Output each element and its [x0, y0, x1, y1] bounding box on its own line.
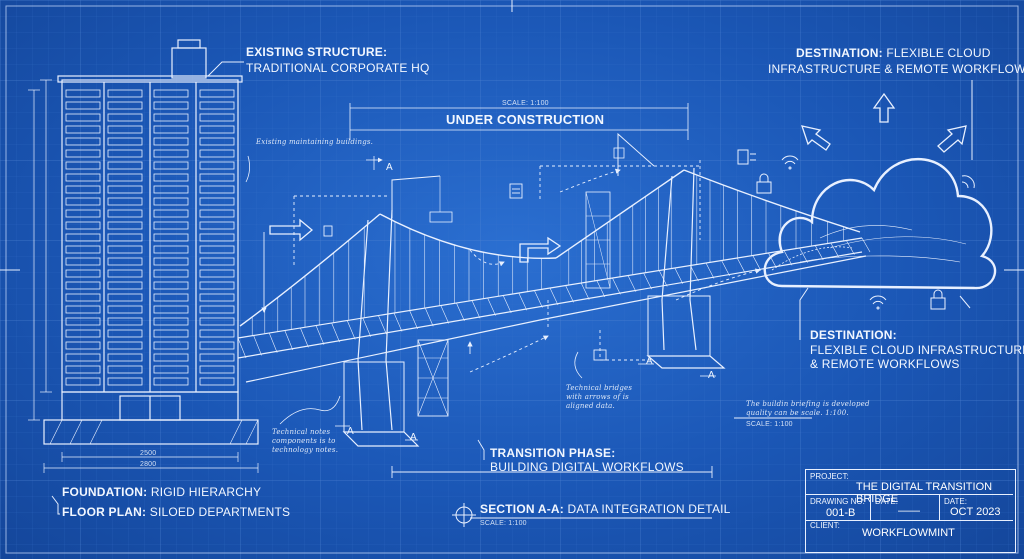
corporate-hq-building — [28, 39, 259, 473]
destination-top-key: DESTINATION: — [796, 46, 883, 60]
date2-value: OCT 2023 — [950, 506, 1001, 518]
dimension-2800: 2800 — [140, 461, 157, 468]
floor-plan-value: SILOED DEPARTMENTS — [149, 505, 291, 519]
section-key: SECTION A-A: — [480, 502, 564, 516]
title-block: PROJECT: THE DIGITAL TRANSITION BRIDGE D… — [805, 469, 1016, 553]
date1-cell — [871, 494, 940, 521]
scale-right: SCALE: 1:100 — [746, 421, 793, 428]
floor-plan-label: FLOOR PLAN: SILOED DEPARTMENTS — [62, 505, 290, 519]
note-technical: Technical notes components is to technol… — [272, 428, 339, 454]
cloud-infrastructure — [737, 149, 997, 310]
section-marker-a3: A — [410, 432, 417, 443]
destination-top-subtitle: INFRASTRUCTURE & REMOTE WORKFLOWS — [768, 62, 1024, 76]
drawing-key: DRAWING NO: — [810, 497, 865, 506]
note-existing: Existing maintaining buildings. — [256, 138, 374, 146]
wifi-icon — [781, 155, 975, 310]
foundation-key: FOUNDATION: — [62, 485, 148, 499]
dimension-2500: 2500 — [140, 450, 157, 457]
destination-right-line1: FLEXIBLE CLOUD INFRASTRUCTURE — [810, 343, 1024, 357]
destination-right-title: DESTINATION: — [810, 328, 897, 342]
date2-key: DATE: — [944, 497, 967, 506]
project-value: THE DIGITAL TRANSITION BRIDGE — [856, 481, 993, 505]
note-bridges: Technical bridges with arrows of is alig… — [566, 384, 633, 410]
note-right: The buildin briefing is developed qualit… — [746, 400, 870, 417]
under-construction-label: UNDER CONSTRUCTION — [446, 112, 605, 127]
foundation-label: FOUNDATION: RIGID HIERARCHY — [62, 485, 261, 499]
direction-arrows — [269, 92, 967, 263]
section-marker-a1: A — [386, 162, 393, 173]
transition-phase-title: TRANSITION PHASE: — [490, 446, 616, 460]
construction-dimension — [349, 103, 689, 140]
section-markers — [335, 156, 716, 441]
drawing-cell — [806, 494, 871, 521]
section-title: SECTION A-A: DATA INTEGRATION DETAIL — [480, 502, 731, 516]
registration-marks — [0, 0, 1024, 271]
section-marker-a4: A — [646, 356, 653, 367]
client-value: WORKFLOWMINT — [862, 527, 955, 539]
client-key: CLIENT: — [810, 521, 840, 530]
database-icon — [737, 149, 756, 165]
drawing-value: 001-B — [826, 507, 856, 519]
foundation-value: RIGID HIERARCHY — [150, 485, 262, 499]
project-cell — [806, 470, 1013, 495]
scale-top: SCALE: 1:100 — [502, 100, 549, 107]
document-icon — [323, 183, 607, 361]
existing-structure-title: EXISTING STRUCTURE: — [246, 45, 388, 59]
destination-top-rest: FLEXIBLE CLOUD — [886, 46, 991, 60]
lock-icon — [756, 173, 946, 310]
section-marker-a2: A — [347, 426, 354, 437]
date1-value: —— — [898, 505, 920, 517]
destination-right-line2: & REMOTE WORKFLOWS — [810, 357, 960, 371]
date2-cell — [940, 494, 1013, 521]
project-key: PROJECT: — [810, 472, 849, 481]
floor-plan-key: FLOOR PLAN: — [62, 505, 147, 519]
scale-section: SCALE: 1:100 — [480, 520, 527, 527]
transition-phase-subtitle: BUILDING DIGITAL WORKFLOWS — [490, 460, 684, 474]
existing-structure-subtitle: TRADITIONAL CORPORATE HQ — [246, 61, 430, 75]
section-value: DATA INTEGRATION DETAIL — [567, 502, 731, 516]
digital-bridge — [237, 132, 871, 447]
destination-top-title: DESTINATION: FLEXIBLE CLOUD — [796, 46, 991, 60]
section-target-icon — [452, 503, 476, 527]
section-marker-a5: A — [708, 370, 715, 381]
date1-key: DATE: — [875, 497, 898, 506]
